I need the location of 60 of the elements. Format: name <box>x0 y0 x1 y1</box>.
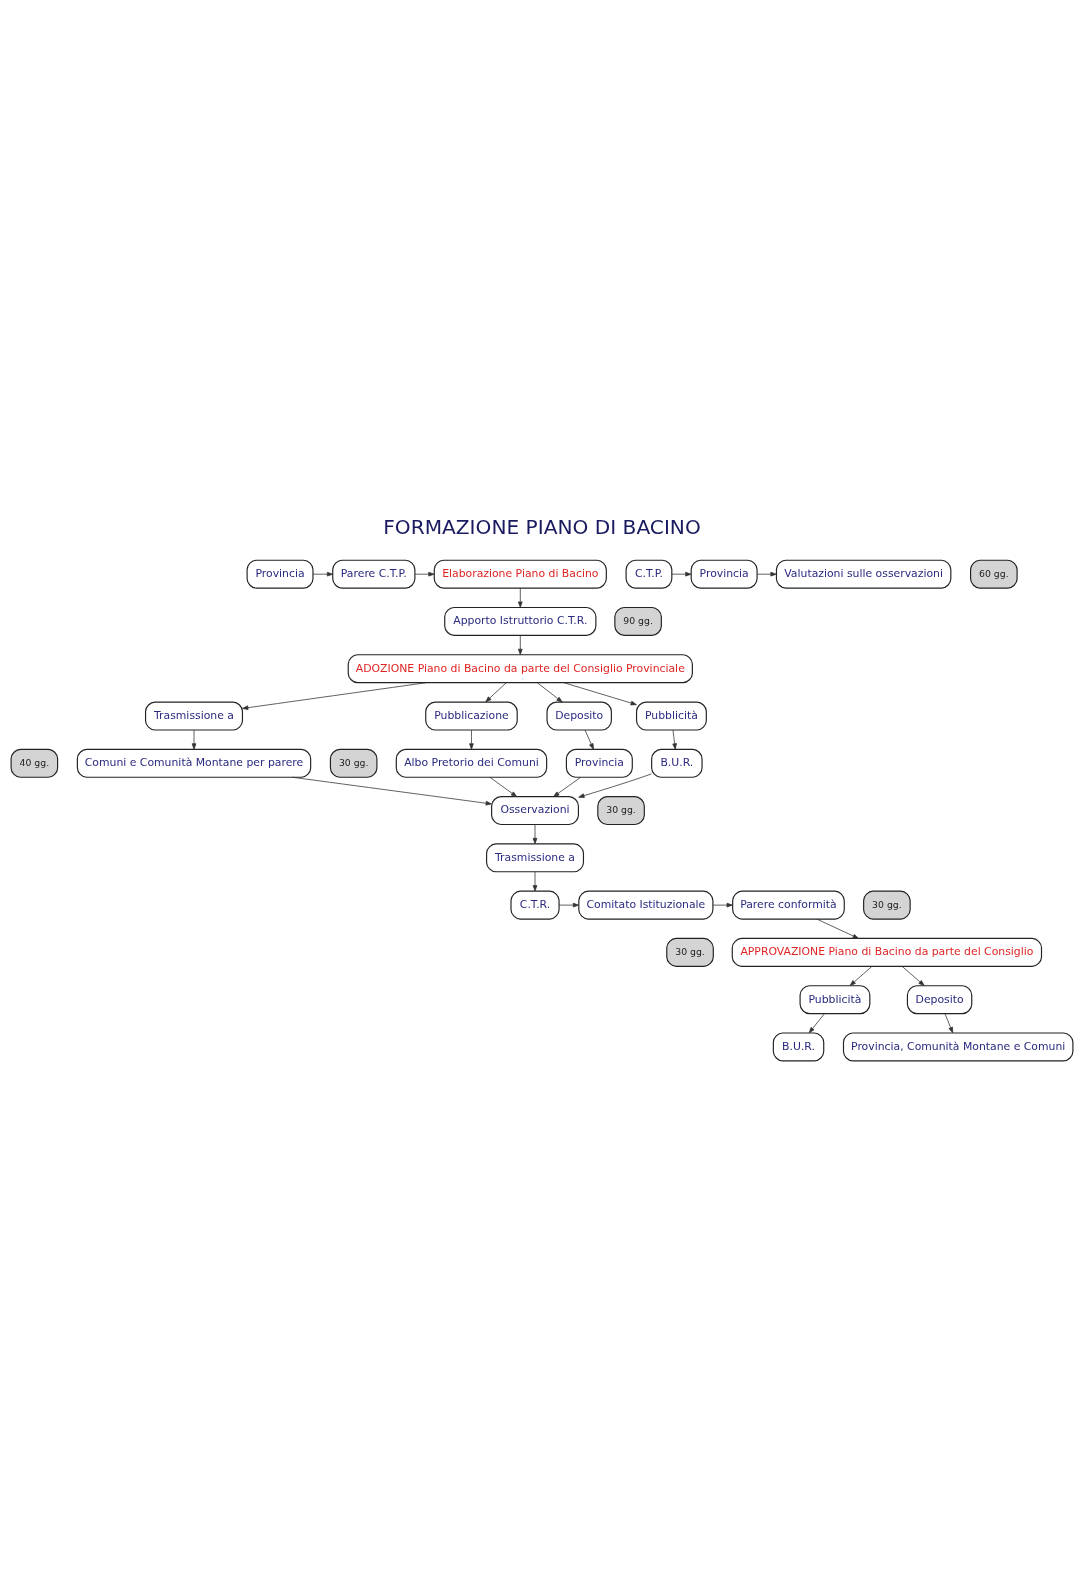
arrow <box>672 729 677 750</box>
arrow <box>816 918 859 939</box>
arrow <box>756 571 777 576</box>
diagram-title: FORMAZIONE PIANO DI BACINO <box>383 514 701 539</box>
arrow <box>518 587 523 608</box>
node-box: 30 gg. <box>329 748 378 778</box>
node-box: Deposito <box>546 700 612 731</box>
arrow <box>563 681 637 705</box>
arrow <box>292 776 492 805</box>
node-box: Albo Pretorio dei Comuni <box>395 748 548 778</box>
arrow <box>553 776 582 797</box>
arrow <box>485 681 507 702</box>
node-box: Provincia <box>690 559 758 589</box>
node-box: Parere C.T.P. <box>332 559 416 589</box>
node-box: Pubblicità <box>635 700 707 731</box>
arrow <box>469 729 474 750</box>
node-box: Deposito <box>906 984 973 1014</box>
node-box: 30 gg. <box>597 795 645 825</box>
arrow <box>532 870 538 891</box>
arrow <box>584 729 594 750</box>
node-box: Trasmissione a <box>145 700 244 731</box>
arrow <box>944 1012 954 1033</box>
node-box: ADOZIONE Piano di Bacino da parte del Consiglio Provinciale <box>347 653 693 683</box>
node-box: Apporto Istruttorio C.T.R. <box>444 606 597 636</box>
arrow <box>558 902 580 907</box>
arrow <box>312 571 334 576</box>
node-box: 30 gg. <box>666 937 714 967</box>
node-box: Provincia, Comunità Montane e Comuni <box>842 1031 1074 1061</box>
node-box: Comuni e Comunità Montane per parere <box>76 748 312 778</box>
arrow <box>518 634 523 655</box>
arrow <box>191 729 197 750</box>
node-box: B.U.R. <box>772 1031 825 1061</box>
node-box: Osservazioni <box>491 795 579 825</box>
node-box: C.T.P. <box>625 559 673 589</box>
node-box: 30 gg. <box>863 890 911 920</box>
node-box: B.U.R. <box>651 748 703 778</box>
node-box: Valutazioni sulle osservazioni <box>775 559 952 589</box>
node-box: Pubblicità <box>799 984 871 1014</box>
arrow <box>489 776 518 797</box>
node-box: 60 gg. <box>970 559 1018 589</box>
arrow <box>849 965 873 986</box>
arrow <box>414 571 435 576</box>
node-box: Provincia <box>246 559 314 589</box>
arrow <box>536 681 563 702</box>
node-box: APPROVAZIONE Piano di Bacino da parte del Consiglio <box>731 937 1043 967</box>
arrow <box>671 571 692 576</box>
node-box: Trasmissione a <box>486 842 585 872</box>
node-box: Parere conformità <box>732 890 845 920</box>
node-box: Pubblicazione <box>425 700 518 731</box>
node-box: Comitato Istituzionale <box>578 890 714 920</box>
arrow <box>532 823 538 844</box>
arrow <box>242 681 427 710</box>
node-box: 40 gg. <box>10 748 59 778</box>
arrow <box>808 1012 825 1033</box>
node-box: Elaborazione Piano di Bacino <box>433 559 607 589</box>
arrow <box>901 965 925 986</box>
node-box: Provincia <box>565 748 633 778</box>
arrow <box>712 902 733 907</box>
node-box: C.T.R. <box>510 890 560 920</box>
node-box: 90 gg. <box>614 606 662 636</box>
